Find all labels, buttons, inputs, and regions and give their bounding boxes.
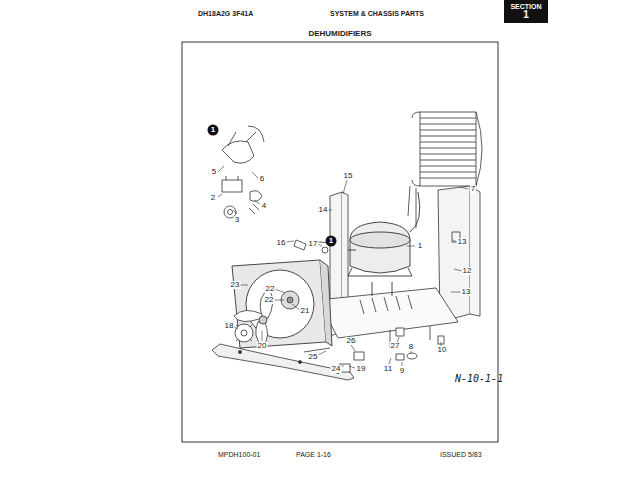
footer-text: ISSUED 5/83: [440, 451, 482, 458]
callout-number: 10: [437, 346, 448, 354]
fan-shroud: [232, 260, 332, 348]
callout-number: 13: [461, 288, 472, 296]
callout-number: 7: [470, 185, 476, 193]
callout-number: 20: [257, 342, 268, 350]
callout-number: 17: [308, 240, 319, 248]
marker-number: 1: [325, 237, 337, 245]
callout-number: 16: [276, 239, 287, 247]
mounting-strap: [212, 344, 354, 380]
section-text: SECTION: [504, 3, 548, 10]
footer-text: MPDH100-01: [218, 451, 260, 458]
callout-marker: 1: [207, 124, 219, 136]
callout-number: 15: [343, 172, 354, 180]
callout-number: 19: [356, 365, 367, 373]
callout-number: 3: [234, 216, 240, 224]
section-text: 1: [504, 10, 548, 20]
leader-lines: [218, 166, 468, 368]
callout-number: 25: [308, 353, 319, 361]
callout-number: 18: [224, 322, 235, 330]
callout-number: 12: [462, 267, 473, 275]
page-title: DEHUMIDIFIERS: [308, 30, 371, 38]
callout-number: 24: [331, 365, 342, 373]
callout-number: 4: [261, 202, 267, 210]
callout-number: 21: [300, 307, 311, 315]
callout-marker: 1: [325, 235, 337, 247]
callout-number: 1: [417, 242, 423, 250]
header-text: SYSTEM & CHASSIS PARTS: [330, 10, 424, 17]
callout-number: 26: [346, 337, 357, 345]
callout-number: 13: [457, 238, 468, 246]
fan-blade: [234, 290, 299, 346]
inset-parts: [222, 126, 264, 218]
callout-number: 9: [399, 367, 405, 375]
callout-number: 6: [259, 175, 265, 183]
callout-number: 8: [408, 343, 414, 351]
marker-number: 1: [207, 126, 219, 134]
callout-number: 22: [264, 296, 275, 304]
marker-circle: [208, 125, 219, 136]
callout-number: 14: [318, 206, 329, 214]
marker-circle: [326, 236, 337, 247]
control-switch: [235, 324, 253, 342]
base-plate: [318, 288, 458, 338]
footer-text: PAGE 1-16: [296, 451, 331, 458]
handwritten-note: N-10-1-1: [455, 374, 503, 384]
callout-number: 11: [383, 365, 393, 373]
callout-number: 27: [390, 342, 401, 350]
compressor: [348, 192, 420, 296]
page-frame: [182, 42, 498, 442]
header-text: DH18A2G 3F41A: [198, 10, 253, 17]
callout-number: 23: [230, 281, 241, 289]
hardware: [294, 240, 444, 372]
callout-number: 5: [211, 168, 217, 176]
callout-number: 22: [265, 285, 276, 293]
section-tab: SECTION1: [504, 0, 548, 23]
callout-number: 2: [210, 194, 216, 202]
